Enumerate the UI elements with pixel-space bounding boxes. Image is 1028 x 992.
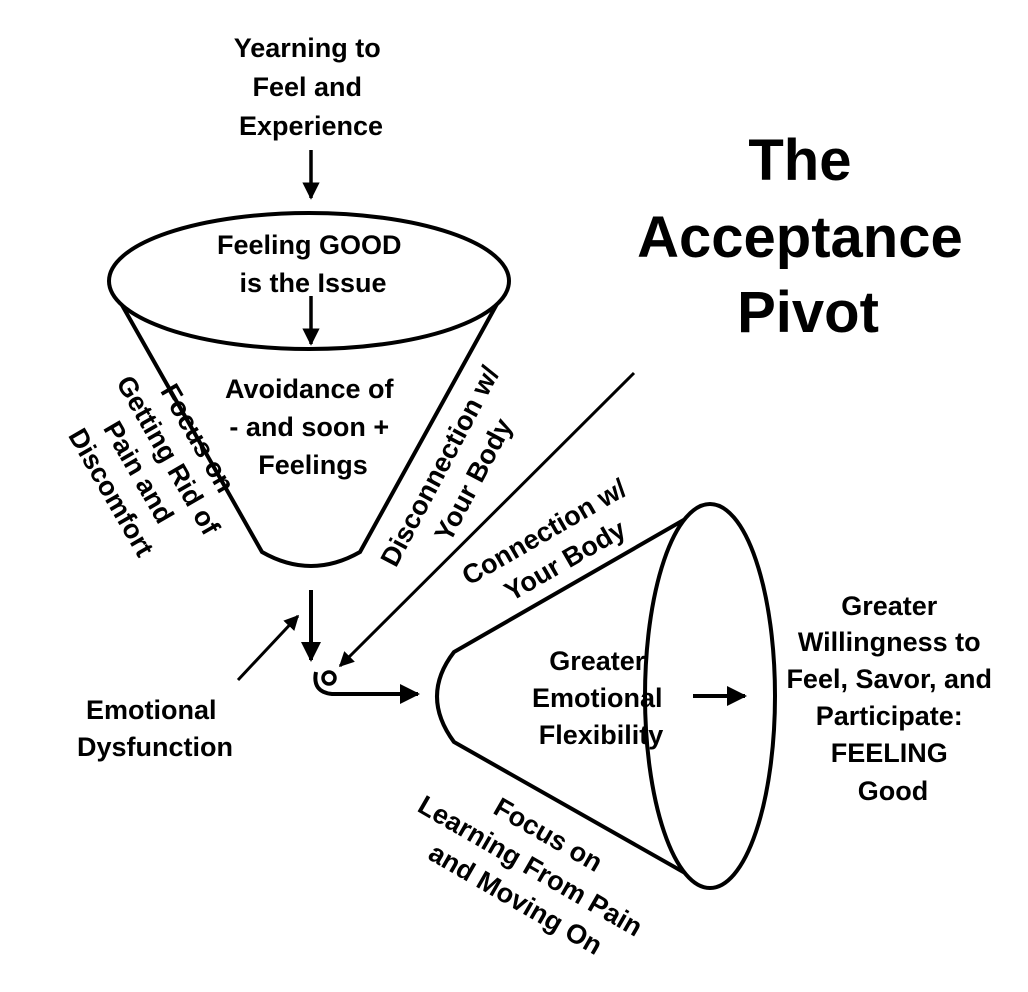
avoidance-funnel — [107, 211, 511, 568]
svg-text:Focus on Learning From P: Focus on Learning From Pain and Moving O… — [395, 759, 672, 978]
pivot-point — [321, 670, 337, 686]
diagram-title: The Acceptance Pivot — [637, 128, 979, 345]
cone-top-side-label: Connection w/ Your Body — [457, 469, 656, 621]
cone-body-outline — [435, 504, 709, 888]
cone-body-label: Greater Emotional Flexibility — [532, 646, 670, 750]
outcome-label: Greater Willingness to Feel, Savor, and … — [786, 591, 999, 806]
cone-bottom-side-label: Focus on Learning From Pain and Moving O… — [395, 759, 672, 978]
pivot-arrow-to-cone — [313, 671, 420, 704]
funnel-rim — [107, 211, 511, 351]
funnel-body-outline — [108, 283, 510, 568]
arrow-diagonal-to-pivot — [338, 371, 636, 668]
emotional-dysfunction-label: Emotional Dysfunction — [77, 695, 233, 762]
yearning-label: Yearning to Feel and Experience — [234, 33, 389, 141]
svg-text:Connection w/ Your Body: Connection w/ Your Body — [457, 469, 656, 621]
funnel-body-label: Avoidance of - and soon + Feelings — [225, 374, 401, 480]
funnel-top-label: Feeling GOOD is the Issue — [217, 230, 409, 298]
arrow-from-dysfunction — [236, 614, 300, 682]
